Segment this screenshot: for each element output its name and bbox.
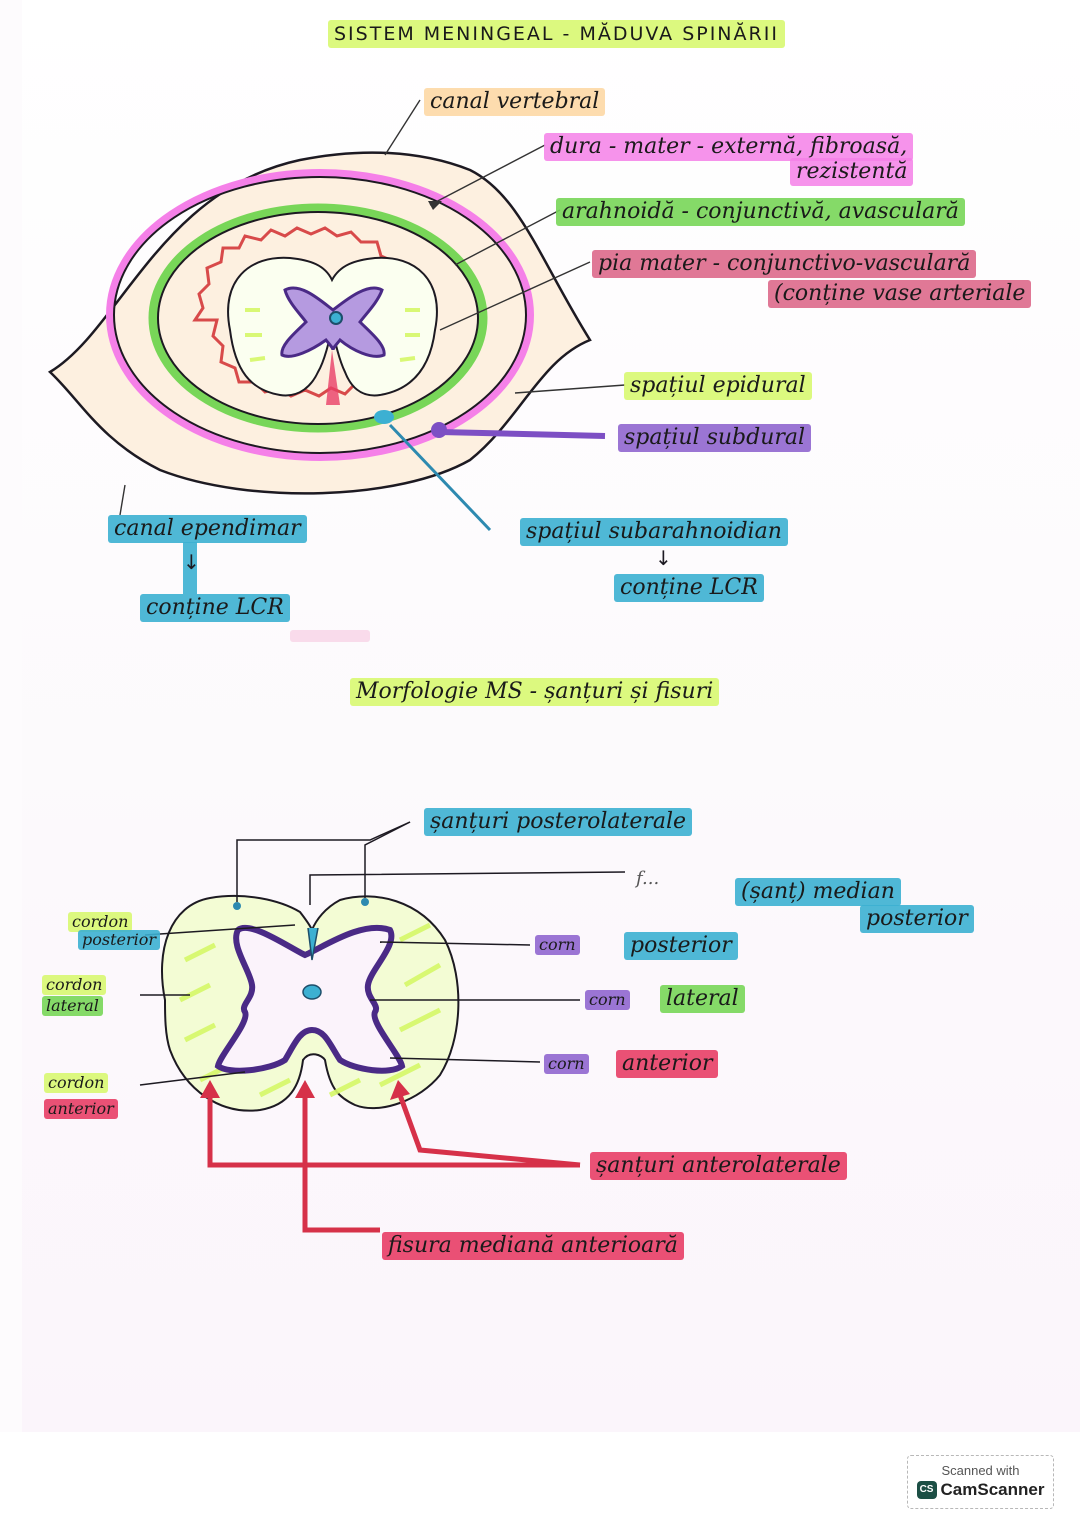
central-canal (329, 311, 343, 325)
label-corn-anterior-b: anterior (616, 1050, 719, 1078)
ependymal-connector (183, 542, 197, 594)
label-dura-mater-cont: rezistentă (790, 158, 914, 186)
watermark-caption: Scanned with (941, 1463, 1020, 1478)
label-cordon-lateral-1: cordon (42, 975, 107, 995)
label-cordon-anterior-2: anterior (44, 1099, 118, 1119)
label-pia-mater: pia mater - conjunctivo-vasculară (592, 250, 977, 278)
label-spatiul-subarahnoidian: spațiul subarahnoidian (520, 518, 788, 546)
label-spatiul-subdural: spațiul subdural (618, 424, 812, 452)
label-cordon-anterior-1: cordon (44, 1073, 109, 1093)
camscanner-logo-icon: CS (916, 1481, 937, 1499)
label-corn-posterior-b: posterior (624, 932, 738, 960)
page-title: SISTEM MENINGEAL - MĂDUVA SPINĂRII (328, 20, 785, 48)
label-santuri-posterolaterale: șanțuri posterolaterale (424, 808, 693, 836)
meninges-cross-section-diagram (47, 99, 626, 532)
label-subarahnoidian-contine-lcr: conține LCR (614, 574, 764, 602)
central-canal (302, 984, 322, 1000)
spinal-cord-morphology-diagram (139, 821, 626, 1233)
label-dura-mater: dura - mater - externă, fibroasă, (544, 133, 914, 161)
label-cordon-posterior-2: posterior (78, 930, 161, 950)
camscanner-watermark: Scanned with CS CamScanner (907, 1455, 1054, 1509)
label-sant-median: (șanț) median (735, 878, 901, 906)
arachnoid-ring (148, 203, 488, 433)
label-fisura-mediana-anterioara: fisura mediană anterioară (382, 1232, 684, 1260)
label-cordon-posterior-1: cordon (68, 912, 133, 932)
label-canal-ependimar: canal ependimar (108, 515, 307, 543)
label-spatiul-epidural: spațiul epidural (624, 372, 812, 400)
label-corn-posterior-a: corn (535, 935, 580, 955)
smudge (290, 630, 370, 642)
label-corn-lateral-b: lateral (660, 985, 745, 1013)
watermark-brand: CamScanner (940, 1480, 1045, 1499)
arrow-down-icon: ↓ (183, 550, 200, 574)
label-cordon-lateral-2: lateral (42, 996, 103, 1016)
label-sant-median-posterior: posterior (860, 905, 974, 933)
page-margin (0, 1432, 1080, 1528)
dura-mater-ring (106, 169, 534, 461)
label-fisura-abbrev: f... (636, 868, 660, 889)
label-arahnoida: arahnoidă - conjunctivă, avasculară (556, 198, 965, 226)
label-santuri-anterolaterale: șanțuri anterolaterale (590, 1152, 847, 1180)
label-canal-vertebral: canal vertebral (424, 88, 606, 116)
label-corn-anterior-a: corn (544, 1054, 589, 1074)
section-title-morfologie: Morfologie MS - șanțuri și fisuri (350, 678, 720, 706)
arrow-down-icon: ↓ (655, 546, 672, 570)
label-corn-lateral-a: corn (585, 990, 630, 1010)
label-pia-mater-cont: (conține vase arteriale (768, 280, 1032, 308)
label-ependimar-contine-lcr: conține LCR (140, 594, 290, 622)
subarachnoid-space-marker (374, 410, 394, 424)
